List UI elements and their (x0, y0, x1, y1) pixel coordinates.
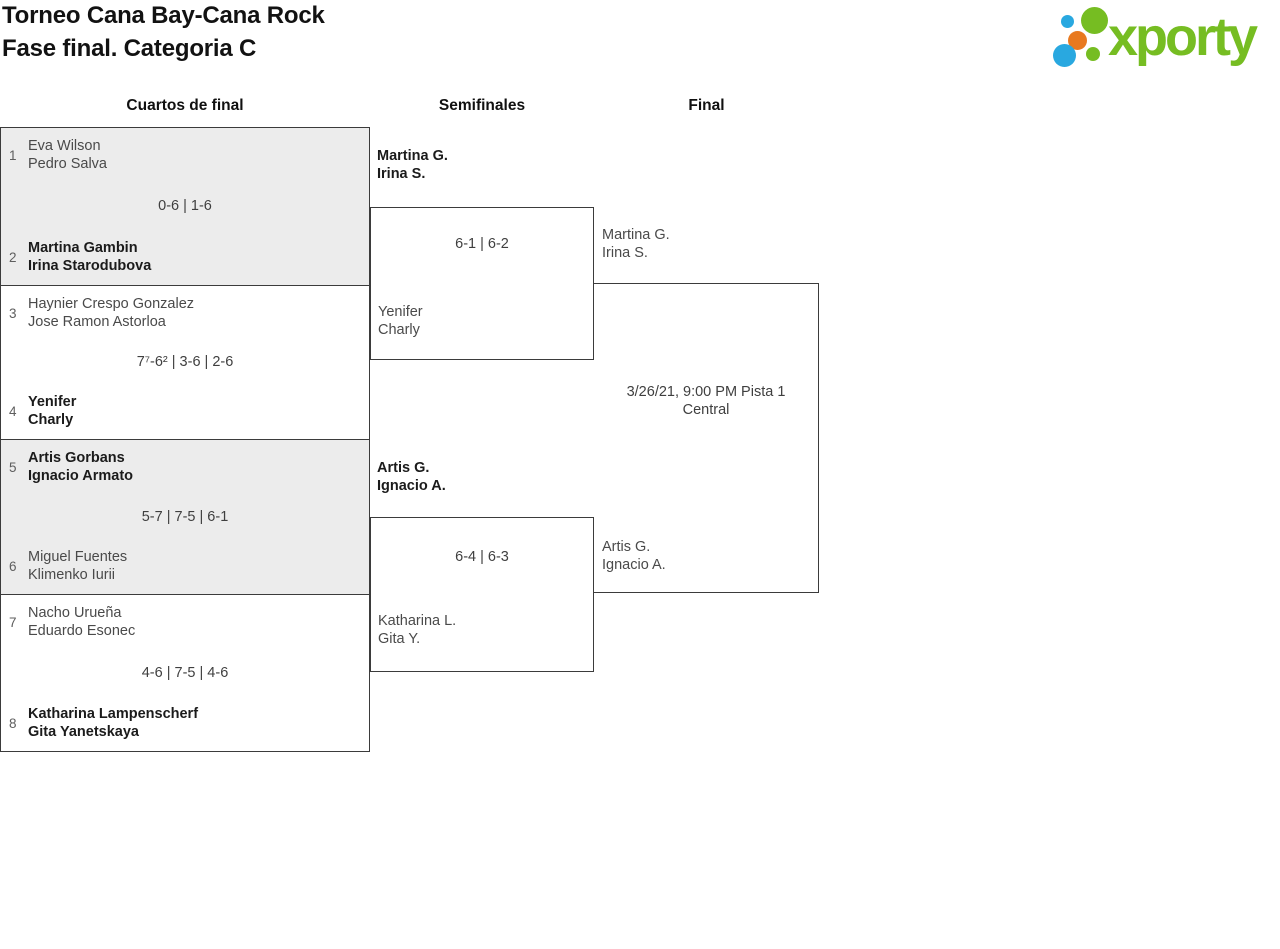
match-score: 4-6 | 7-5 | 4-6 (141, 664, 229, 681)
page-title: Torneo Cana Bay-Cana Rock Fase final. Ca… (2, 0, 325, 65)
match-quarterfinal-4: 7 Nacho Urueña Eduardo Esonec 4-6 | 7-5 … (1, 594, 369, 751)
semifinal-1-top-team: Martina G. Irina S. (377, 147, 448, 183)
semifinal-2-top-team: Artis G. Ignacio A. (377, 459, 446, 495)
tournament-name: Torneo Cana Bay-Cana Rock (2, 2, 325, 29)
final-top-team: Martina G. Irina S. (602, 226, 670, 262)
match-final: 3/26/21, 9:00 PM Pista 1 Central Artis G… (594, 283, 819, 593)
player-name: Haynier Crespo Gonzalez (28, 296, 195, 312)
player-name: Yenifer (28, 394, 77, 410)
xporty-logo[interactable]: xporty (1050, 3, 1278, 73)
team-entry: 5 Artis Gorbans Ignacio Armato (1, 449, 369, 485)
seed-number: 3 (9, 305, 17, 321)
player-name: Martina Gambin (28, 240, 138, 256)
seed-number: 8 (9, 715, 17, 731)
team-entry: 6 Miguel Fuentes Klimenko Iurii (1, 548, 369, 584)
seed-number: 1 (9, 147, 17, 163)
player-name: Jose Ramon Astorloa (28, 314, 166, 330)
semifinal-1-bottom-team: Yenifer Charly (378, 303, 423, 339)
team-entry: 7 Nacho Urueña Eduardo Esonec (1, 604, 369, 640)
seed-number: 4 (9, 403, 17, 419)
final-bottom-team: Artis G. Ignacio A. (602, 538, 666, 574)
match-quarterfinal-2: 3 Haynier Crespo Gonzalez Jose Ramon Ast… (1, 285, 369, 439)
player-name: Nacho Urueña (28, 605, 122, 621)
team-entry: 4 Yenifer Charly (1, 393, 369, 429)
semifinal-2-bottom-team: Katharina L. Gita Y. (378, 612, 456, 648)
player-name: Ignacio A. (602, 557, 666, 573)
logo-dot-blue-small-icon (1061, 15, 1074, 28)
player-name: Irina S. (377, 166, 426, 182)
match-score: 6-1 | 6-2 (455, 236, 509, 252)
logo-dot-orange-icon (1068, 31, 1087, 50)
quarterfinals-bracket: 1 Eva Wilson Pedro Salva 0-6 | 1-6 2 Mar… (0, 127, 370, 752)
team-entry: 2 Martina Gambin Irina Starodubova (1, 239, 369, 275)
seed-number: 2 (9, 249, 17, 265)
seed-number: 7 (9, 614, 17, 630)
match-quarterfinal-3: 5 Artis Gorbans Ignacio Armato 5-7 | 7-5… (1, 439, 369, 594)
logo-dot-blue-large-icon (1053, 44, 1076, 67)
player-name: Charly (378, 322, 420, 338)
player-name: Martina G. (602, 227, 670, 243)
player-name: Eva Wilson (28, 138, 101, 154)
column-header-quarterfinals: Cuartos de final (126, 97, 244, 114)
team-entry: 3 Haynier Crespo Gonzalez Jose Ramon Ast… (1, 295, 369, 331)
player-name: Artis Gorbans (28, 450, 125, 466)
player-name: Charly (28, 412, 74, 428)
match-quarterfinal-1: 1 Eva Wilson Pedro Salva 0-6 | 1-6 2 Mar… (1, 128, 369, 285)
match-score: 7⁷-6² | 3-6 | 2-6 (136, 354, 234, 370)
team-entry: 8 Katharina Lampenscherf Gita Yanetskaya (1, 705, 369, 741)
player-name: Artis G. (377, 460, 430, 476)
player-name: Ignacio Armato (28, 468, 134, 484)
seed-number: 6 (9, 558, 17, 574)
player-name: Irina S. (602, 245, 648, 261)
match-score: 6-4 | 6-3 (455, 549, 509, 565)
seed-number: 5 (9, 459, 17, 475)
match-score: 0-6 | 1-6 (158, 198, 212, 214)
logo-dot-green-large-icon (1081, 7, 1108, 34)
final-schedule: 3/26/21, 9:00 PM Pista 1 Central (594, 383, 818, 419)
column-header-final: Final (688, 97, 725, 114)
player-name: Yenifer (378, 304, 423, 320)
logo-dot-green-small-icon (1086, 47, 1100, 61)
player-name: Gita Y. (378, 631, 421, 647)
player-name: Eduardo Esonec (28, 623, 136, 639)
player-name: Katharina L. (378, 613, 457, 629)
player-name: Ignacio A. (377, 478, 446, 494)
player-name: Katharina Lampenscherf (28, 706, 199, 722)
final-schedule-datetime: 3/26/21, 9:00 PM Pista 1 (626, 384, 786, 400)
match-score: 5-7 | 7-5 | 6-1 (141, 508, 229, 525)
player-name: Martina G. (377, 148, 448, 164)
player-name: Artis G. (602, 539, 651, 555)
player-name: Irina Starodubova (28, 258, 152, 274)
phase-category: Fase final. Categoria C (2, 35, 257, 62)
match-semifinal-2: 6-4 | 6-3 Katharina L. Gita Y. (370, 517, 594, 672)
player-name: Gita Yanetskaya (28, 724, 139, 740)
player-name: Klimenko Iurii (28, 567, 116, 583)
match-semifinal-1: 6-1 | 6-2 Yenifer Charly (370, 207, 594, 360)
player-name: Miguel Fuentes (28, 549, 128, 565)
final-schedule-court: Central (682, 402, 730, 418)
logo-wordmark: xporty (1108, 7, 1258, 67)
team-entry: 1 Eva Wilson Pedro Salva (1, 137, 369, 173)
column-header-semifinals: Semifinales (438, 97, 526, 114)
player-name: Pedro Salva (28, 156, 107, 172)
